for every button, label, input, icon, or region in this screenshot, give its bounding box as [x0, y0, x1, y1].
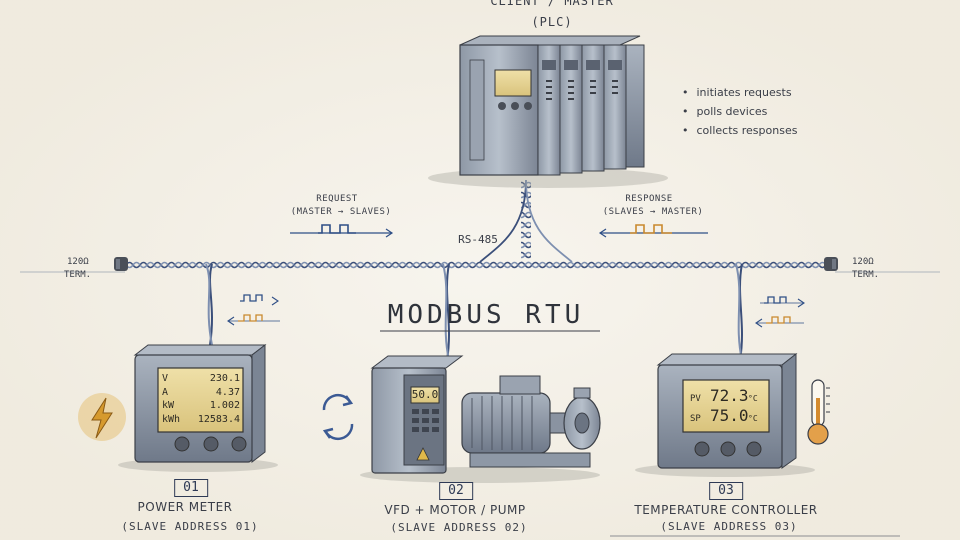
terminator-right-label: TERM.: [852, 270, 880, 280]
reading-unit: kWh: [162, 413, 181, 425]
reading-value: 72.3: [710, 386, 749, 405]
drop-wire-master: [479, 179, 573, 263]
request-direction: (MASTER → SLAVES): [290, 207, 392, 217]
reading-suffix: °C: [748, 394, 758, 403]
rotation-cycle-icon: [322, 393, 354, 441]
temperature-controller-illustration: [635, 352, 815, 477]
master-bullet-2: polls devices: [682, 105, 768, 118]
terminator-right-value: 120Ω: [852, 257, 874, 267]
master-subtitle: (PLC): [531, 15, 573, 29]
power-meter-display: V 230.1 A 4.37 kW 1.002 kWh 12583.4: [162, 372, 240, 426]
rs485-bus-wire: [20, 259, 940, 273]
terminator-right: [824, 257, 838, 271]
drop-wire-02: [442, 263, 450, 361]
reading-unit: V: [162, 373, 169, 384]
reading-value: 4.37: [215, 386, 240, 398]
master-bullet-1: initiates requests: [682, 86, 792, 99]
master-title: CLIENT / MASTER: [490, 0, 614, 8]
vfd-motor-pump-illustration: [360, 355, 601, 483]
reading-row: kWh 12583.4: [162, 413, 240, 427]
reading-row: SP 75.0 °C: [690, 406, 768, 426]
response-arrow: [598, 224, 708, 238]
address-box-01: 01: [174, 479, 208, 497]
device-address-02: (SLAVE ADDRESS 02): [390, 521, 528, 534]
reading-unit: A: [162, 386, 169, 398]
reading-row: PV 72.3 °C: [690, 386, 768, 406]
request-arrow: [290, 224, 394, 238]
reading-unit: SP: [690, 414, 701, 424]
terminator-left-label: TERM.: [64, 270, 92, 280]
terminator-left-value: 120Ω: [67, 257, 89, 267]
device-address-01: (SLAVE ADDRESS 01): [121, 520, 259, 533]
reading-unit: kW: [162, 400, 175, 411]
terminator-left: [114, 257, 128, 271]
protocol-title: MODBUS RTU: [387, 300, 585, 330]
device-address-03: (SLAVE ADDRESS 03): [660, 520, 798, 533]
bus-label: RS-485: [458, 233, 498, 246]
reading-suffix: °C: [748, 414, 758, 423]
address-box-02: 02: [439, 482, 473, 500]
response-direction: (SLAVES → MASTER): [602, 207, 704, 217]
request-label: REQUEST: [316, 194, 358, 204]
lightning-icon: [78, 393, 126, 441]
drop-wire-03: [735, 263, 743, 361]
power-meter-illustration: [118, 343, 278, 472]
response-label: RESPONSE: [625, 194, 673, 204]
reading-value: 12583.4: [197, 413, 240, 425]
device-name-03: TEMPERATURE CONTROLLER: [634, 503, 818, 517]
signal-response-01: [227, 314, 280, 326]
device-name-02: VFD + MOTOR / PUMP: [384, 503, 526, 517]
plc-rack-illustration: [428, 35, 668, 188]
vfd-display: 50.0: [411, 388, 439, 401]
reading-row: kW 1.002: [162, 399, 240, 413]
device-name-01: POWER METER: [137, 500, 233, 514]
reading-value: 75.0: [710, 406, 749, 425]
signal-request-01: [240, 294, 279, 306]
reading-value: 1.002: [209, 400, 240, 411]
reading-unit: PV: [690, 394, 701, 404]
drop-wire-01: [205, 263, 213, 346]
temperature-display: PV 72.3 °C SP 75.0 °C: [690, 386, 768, 426]
thermometer-icon: [807, 379, 830, 445]
master-bullet-3: collects responses: [682, 124, 798, 137]
reading-row: V 230.1: [162, 372, 240, 386]
reading-row: A 4.37: [162, 386, 240, 400]
address-box-03: 03: [709, 482, 743, 500]
signal-request-03: [760, 296, 805, 308]
signal-response-03: [755, 316, 804, 328]
reading-value: 230.1: [209, 373, 240, 384]
